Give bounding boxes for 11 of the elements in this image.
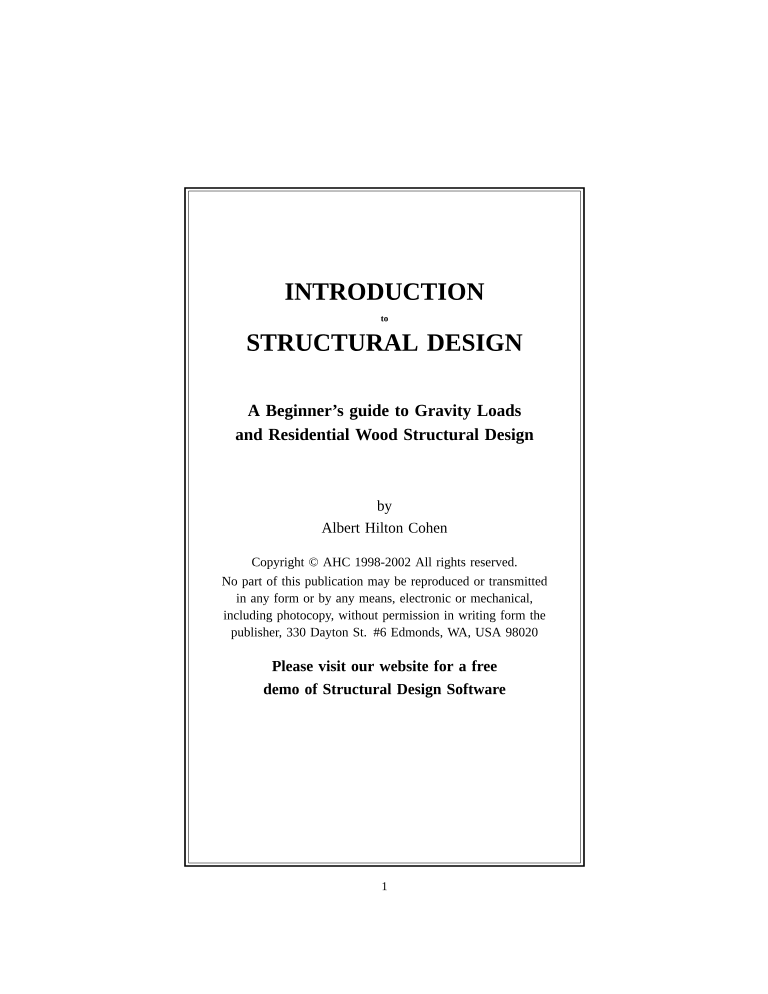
page-frame (184, 187, 585, 867)
byline: by (377, 500, 392, 514)
copyright-notice: No part of this publication may be reproduced or transmitted in any form or by any means, electronic or mechanical, including photocopy, without permission in writing form the publisher, 330 Dayton St. #6 Edmonds, WA, USA 98020 (222, 576, 548, 640)
title-connector: to (380, 316, 388, 322)
promo-text: Please visit our website for a free demo of Structural Design Software (264, 660, 506, 698)
page-number: 1 (382, 882, 387, 890)
author-name: Albert Hilton Cohen (322, 522, 448, 533)
subtitle: A Beginner’s guide to Gravity Loads and Residential Wood Structural Design (236, 404, 534, 444)
title: INTRODUCTION (285, 283, 484, 300)
title: STRUCTURAL DESIGN (248, 334, 522, 352)
copyright-line: Copyright © AHC 1998-2002 All rights reserved. (252, 557, 517, 570)
